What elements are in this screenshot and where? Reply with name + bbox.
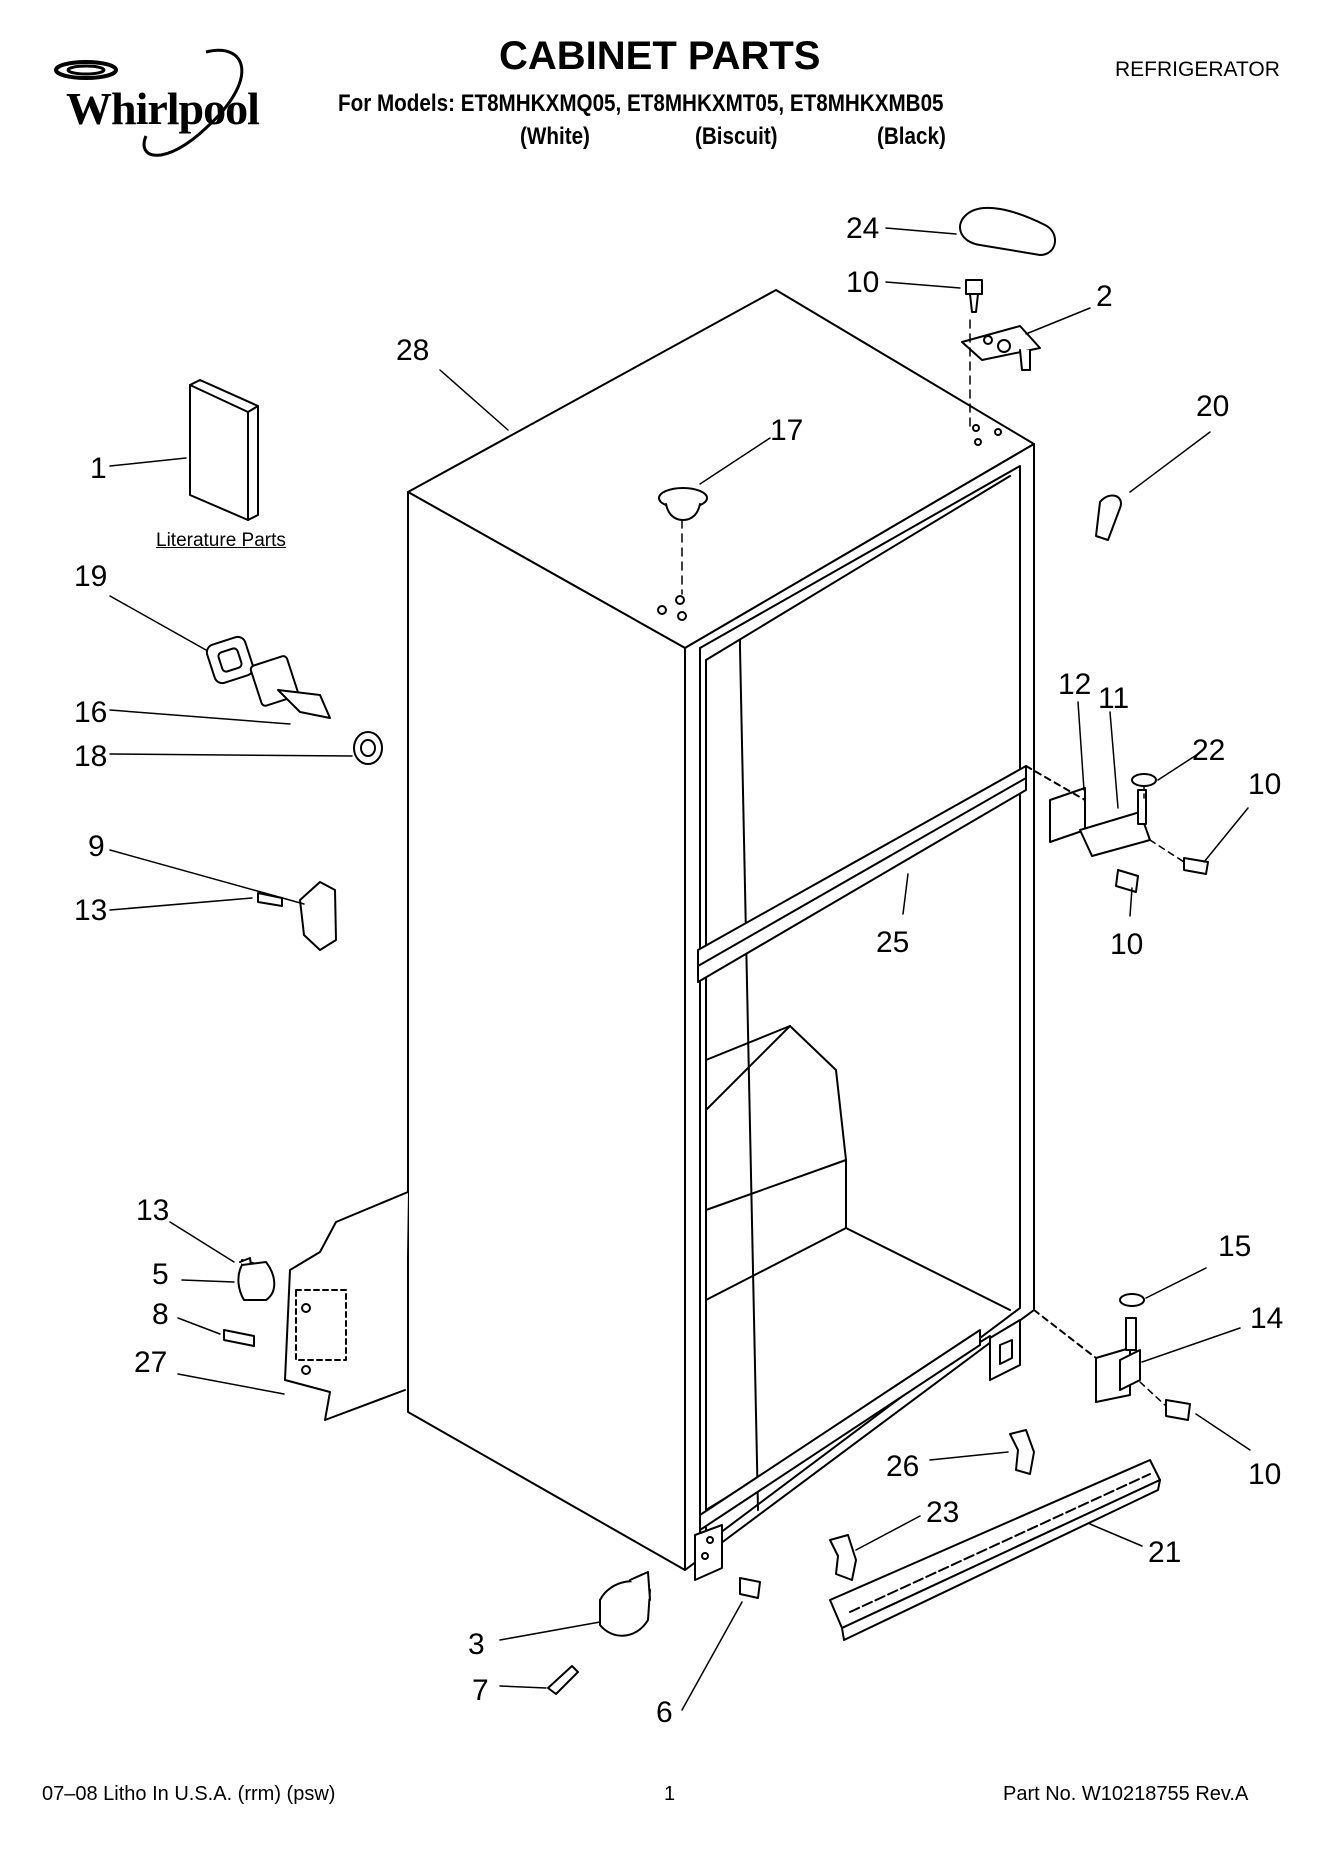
callout-10-bottom: 10 xyxy=(1248,1458,1281,1491)
panel-screw-lower xyxy=(223,1329,255,1347)
footer-page-number: 1 xyxy=(664,1783,676,1805)
hinge-washer xyxy=(1131,773,1157,787)
appliance-type: REFRIGERATOR xyxy=(1115,58,1280,81)
grille-clip-left xyxy=(829,1534,857,1581)
bottom-hinge xyxy=(1095,1317,1141,1403)
pivot-nut xyxy=(353,731,383,765)
callout-25: 25 xyxy=(876,926,909,959)
callout-3: 3 xyxy=(468,1628,485,1661)
callout-23: 23 xyxy=(926,1496,959,1529)
callout-21: 21 xyxy=(1148,1536,1181,1569)
callout-5: 5 xyxy=(152,1258,169,1291)
literature-booklet xyxy=(189,379,259,521)
callout-24: 24 xyxy=(846,212,879,245)
callout-22: 22 xyxy=(1192,734,1225,767)
machine-panel xyxy=(284,1191,409,1421)
callout-26: 26 xyxy=(886,1450,919,1483)
footer-part-number: Part No. W10218755 Rev.A xyxy=(1003,1783,1249,1805)
literature-parts-label: Literature Parts xyxy=(156,530,286,551)
toe-grille xyxy=(829,1459,1161,1641)
bottom-hinge-screw xyxy=(1165,1399,1191,1421)
callout-28: 28 xyxy=(396,334,429,367)
color-white: (White) xyxy=(520,123,590,150)
leg-screw xyxy=(739,1577,761,1599)
callout-10-middle-lower: 10 xyxy=(1110,928,1143,961)
callout-16: 16 xyxy=(74,696,107,729)
page-title: CABINET PARTS xyxy=(499,34,821,78)
callout-10-middle-right: 10 xyxy=(1248,768,1281,801)
pivot-bolt xyxy=(249,655,331,719)
whirlpool-swirl-icon xyxy=(54,48,244,157)
wire-clip xyxy=(299,881,337,951)
callout-11: 11 xyxy=(1098,682,1129,715)
callout-2: 2 xyxy=(1096,280,1113,313)
callout-20: 20 xyxy=(1196,390,1229,423)
footer-print-info: 07–08 Litho In U.S.A. (rrm) (psw) xyxy=(42,1783,336,1805)
callout-9: 9 xyxy=(88,830,105,863)
hinge-screw-lower xyxy=(1115,869,1139,893)
hinge-screw-right xyxy=(1183,857,1209,875)
callout-17: 17 xyxy=(770,414,803,447)
panel-clamp xyxy=(237,1261,276,1301)
divider-mullion xyxy=(697,765,1027,983)
callout-19: 19 xyxy=(74,560,107,593)
callout-27: 27 xyxy=(134,1346,167,1379)
callout-14: 14 xyxy=(1250,1302,1283,1335)
color-biscuit: (Biscuit) xyxy=(695,123,778,150)
callout-7: 7 xyxy=(472,1674,489,1707)
callout-8: 8 xyxy=(152,1298,169,1331)
callout-18: 18 xyxy=(74,740,107,773)
hinge-cover xyxy=(959,206,1056,256)
top-hinge xyxy=(961,325,1041,371)
callout-1: 1 xyxy=(90,452,107,485)
bottom-hinge-washer xyxy=(1119,1293,1145,1307)
grille-clip-right xyxy=(1009,1429,1035,1475)
top-hinge-screw xyxy=(965,279,983,313)
leveling-leg xyxy=(599,1571,651,1637)
callout-leaders xyxy=(109,227,1251,1711)
callout-15: 15 xyxy=(1218,1230,1251,1263)
callout-12: 12 xyxy=(1058,668,1091,701)
center-hinge xyxy=(1049,787,1151,857)
callout-13-lower: 13 xyxy=(136,1194,169,1227)
hinge-shim xyxy=(1095,494,1122,541)
cabinet-body xyxy=(407,289,1035,1581)
pivot-gasket xyxy=(205,635,255,685)
leg-pin xyxy=(547,1665,579,1695)
callout-6: 6 xyxy=(656,1696,673,1729)
color-black: (Black) xyxy=(877,123,946,150)
plug-button xyxy=(658,487,708,521)
brand-wordmark: Whirlpool xyxy=(66,83,260,134)
callout-13-upper: 13 xyxy=(74,894,107,927)
models-line: For Models: ET8MHKXMQ05, ET8MHKXMT05, ET… xyxy=(338,90,944,117)
callout-10-top: 10 xyxy=(846,266,879,299)
whirlpool-logo: Whirlpool xyxy=(46,48,286,168)
